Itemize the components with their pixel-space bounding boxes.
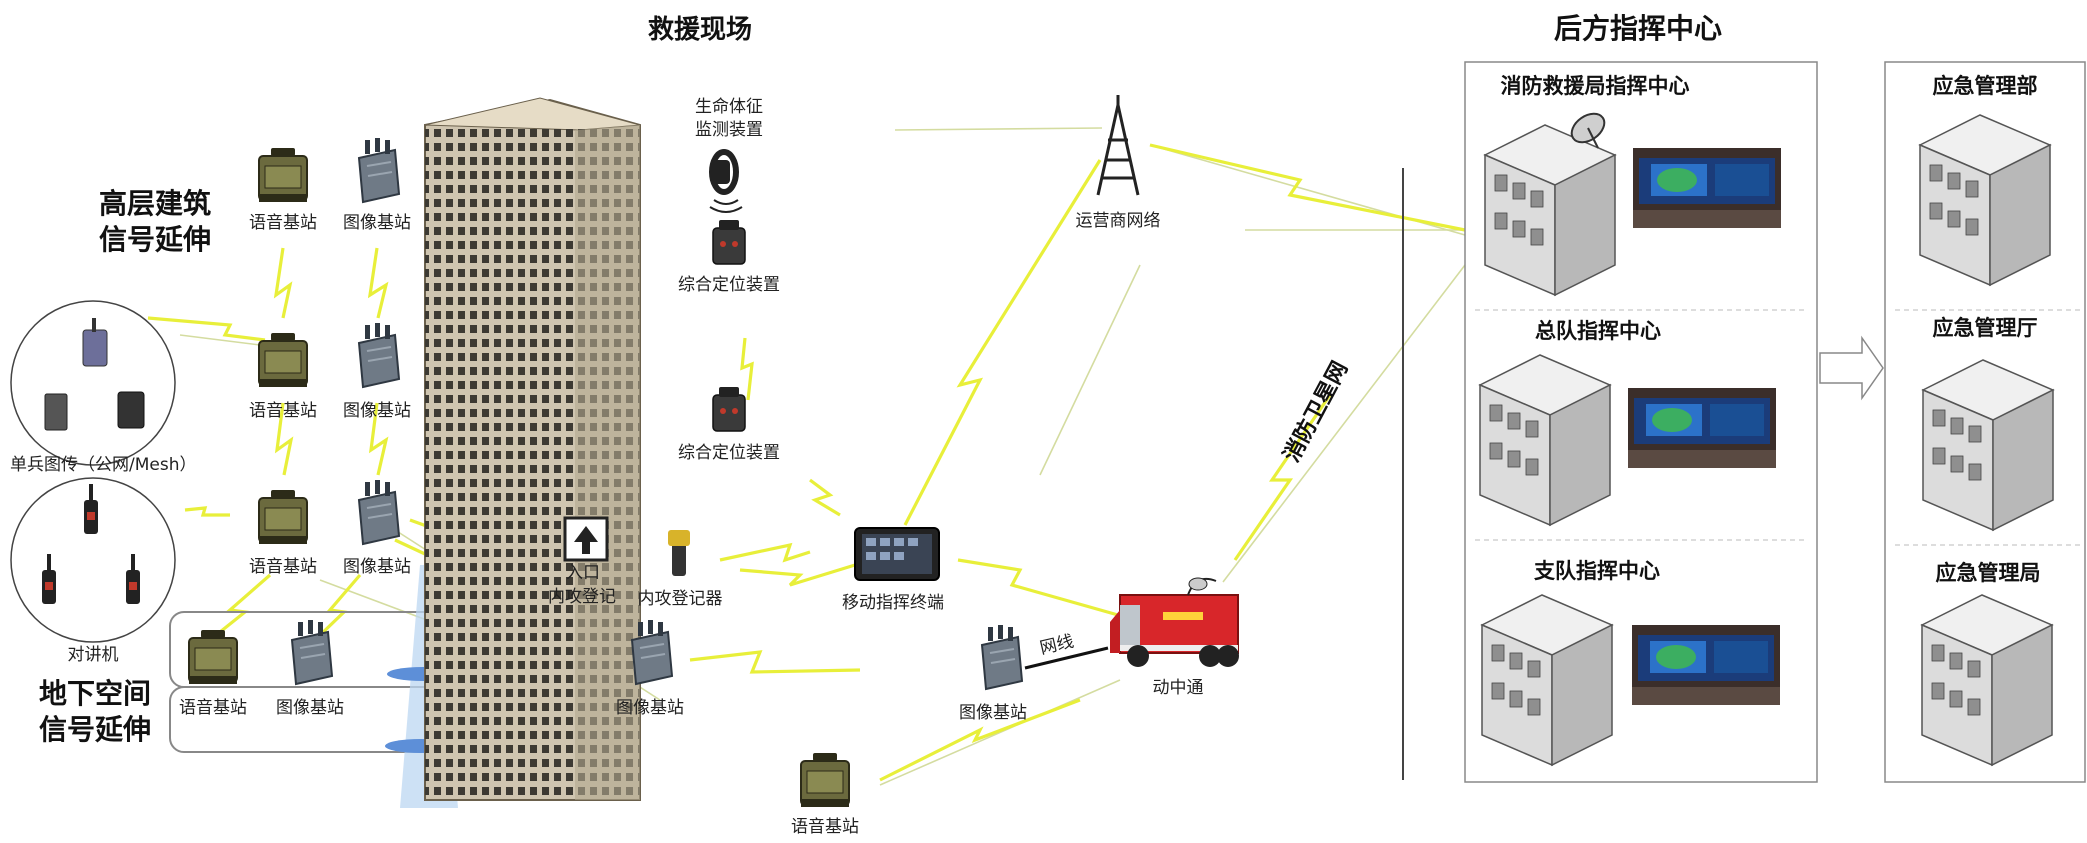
cc-screen-2 xyxy=(1628,388,1776,468)
voice-bs-1-label: 语音基站 xyxy=(249,213,317,233)
soldier-tx-group xyxy=(10,300,176,466)
image-bs-center-label: 图像基站 xyxy=(616,698,684,718)
voice-bs-3 xyxy=(258,489,308,545)
image-bs-vehicle xyxy=(981,624,1023,690)
entry-recorder-device xyxy=(668,530,690,576)
signal-bolts xyxy=(147,143,1466,782)
walkie-group xyxy=(10,477,176,643)
scene-header: 救援现场 xyxy=(648,15,752,45)
satellite-dish-icon xyxy=(1570,112,1606,149)
zone-highrise-line2: 信号延伸 xyxy=(99,223,211,256)
flow-arrow xyxy=(1819,335,1884,401)
image-bs-3 xyxy=(358,479,400,545)
cc-title-2: 总队指挥中心 xyxy=(1535,319,1661,343)
entry-sign-label: 入口 xyxy=(566,563,600,583)
soldier-tx-label: 单兵图传（公网/Mesh） xyxy=(10,455,197,475)
cc-screen-1 xyxy=(1633,148,1781,228)
voice-bs-underground-label: 语音基站 xyxy=(179,698,247,718)
cc-title-3: 支队指挥中心 xyxy=(1534,559,1660,583)
image-bs-underground-label: 图像基站 xyxy=(276,698,344,718)
positioning-device-2 xyxy=(712,386,746,432)
cc-building-3 xyxy=(1481,594,1613,766)
em-building-3 xyxy=(1921,594,2053,766)
soldier-tx-devices xyxy=(44,318,145,431)
zone-highrise-line1: 高层建筑 xyxy=(99,187,211,220)
vehicle-label: 动中通 xyxy=(1153,678,1204,698)
cell-tower-icon xyxy=(1096,95,1140,196)
image-bs-2 xyxy=(358,322,400,388)
cc-building-2 xyxy=(1479,354,1611,526)
cc-screen-3 xyxy=(1632,625,1780,705)
fire-satnet-label: 消防卫星网 xyxy=(1279,358,1353,467)
em-building-1 xyxy=(1919,114,2051,286)
command-vehicle xyxy=(1110,577,1239,667)
positioning-label-1: 综合定位装置 xyxy=(678,275,780,295)
voice-bs-underground xyxy=(188,629,238,685)
image-bs-vehicle-label: 图像基站 xyxy=(959,703,1027,723)
voice-bs-2 xyxy=(258,332,308,388)
walkie-devices xyxy=(42,484,140,604)
rear-header: 后方指挥中心 xyxy=(1554,12,1722,45)
zone-underground-line1: 地下空间 xyxy=(39,677,151,710)
network-cable xyxy=(1024,646,1109,670)
image-bs-2-label: 图像基站 xyxy=(343,401,411,421)
voice-bs-2-label: 语音基站 xyxy=(249,401,317,421)
image-bs-center xyxy=(631,619,673,685)
high-rise-building xyxy=(424,97,641,801)
vitals-band-icon xyxy=(709,149,743,213)
voice-bs-3-label: 语音基站 xyxy=(249,557,317,577)
network-cable-label: 网线 xyxy=(1038,632,1076,659)
entry-icon xyxy=(563,516,609,562)
image-bs-1 xyxy=(358,137,400,203)
em-building-2 xyxy=(1922,359,2054,531)
command-center-panel xyxy=(1464,61,1818,783)
cc-title-1: 消防救援局指挥中心 xyxy=(1501,74,1690,98)
image-bs-1-label: 图像基站 xyxy=(343,213,411,233)
cc-building-1 xyxy=(1484,124,1616,296)
vitals-label-1: 生命体征 xyxy=(695,97,763,117)
emergency-panel xyxy=(1884,61,2086,783)
image-bs-3-label: 图像基站 xyxy=(343,557,411,577)
entry-reg-label: 内攻登记 xyxy=(548,587,616,607)
positioning-label-2: 综合定位装置 xyxy=(678,443,780,463)
em-title-3: 应急管理局 xyxy=(1936,561,2041,585)
em-title-1: 应急管理部 xyxy=(1933,74,2038,98)
vitals-label-2: 监测装置 xyxy=(695,120,763,140)
positioning-device-1 xyxy=(712,219,746,265)
voice-bs-bottom xyxy=(800,752,850,808)
zone-underground-line2: 信号延伸 xyxy=(39,713,151,746)
walkie-label: 对讲机 xyxy=(68,645,119,665)
mobile-terminal-label: 移动指挥终端 xyxy=(842,593,944,613)
entry-recorder-label: 内攻登记器 xyxy=(638,589,723,609)
voice-bs-bottom-label: 语音基站 xyxy=(791,817,859,837)
em-title-2: 应急管理厅 xyxy=(1933,316,2038,340)
voice-bs-1 xyxy=(258,147,308,203)
carrier-net-label: 运营商网络 xyxy=(1076,211,1161,231)
mobile-terminal-device xyxy=(854,527,940,581)
